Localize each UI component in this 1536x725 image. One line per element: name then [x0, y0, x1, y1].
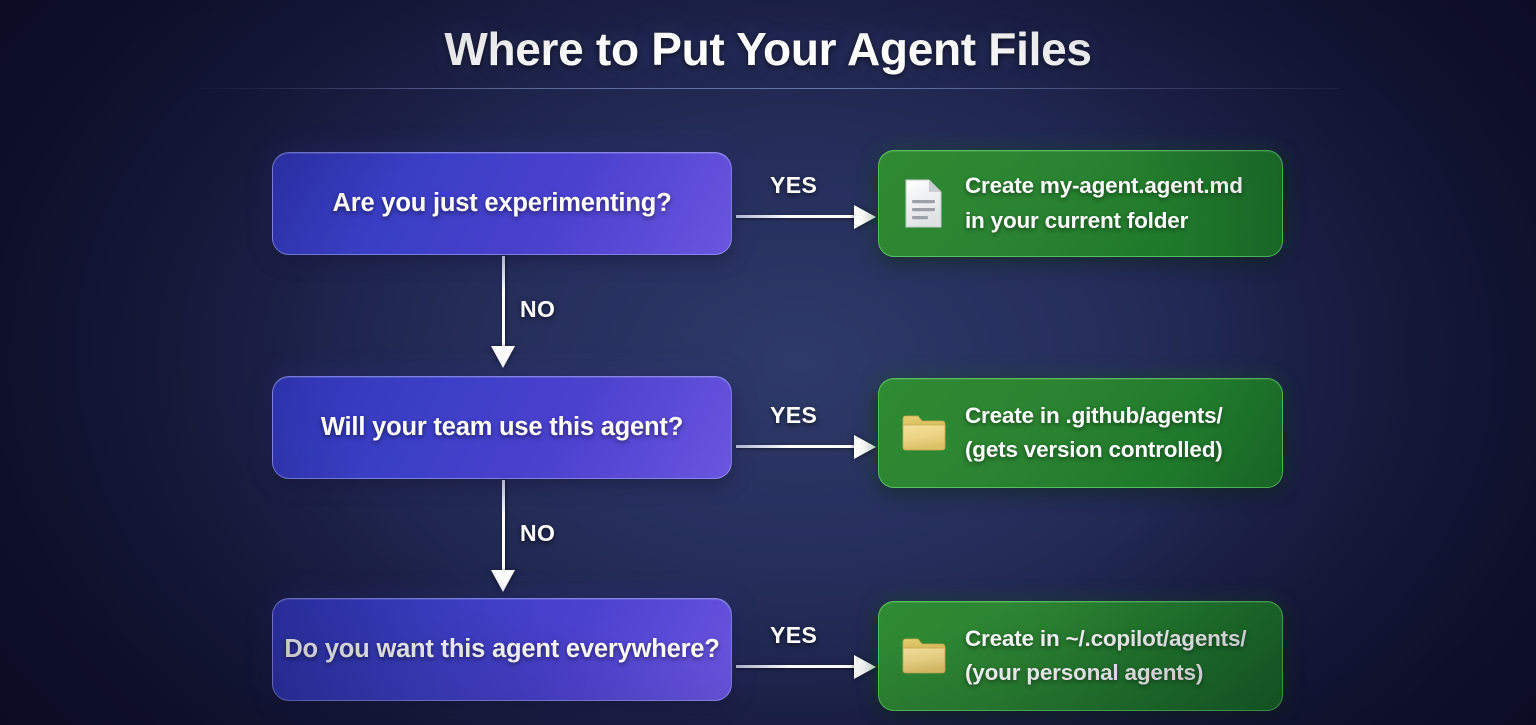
- arrow-head-down-icon: [491, 570, 515, 592]
- title-divider: [198, 88, 1340, 89]
- arrow-line-vertical: [502, 480, 505, 572]
- arrow-line-vertical: [502, 256, 505, 348]
- outcome-line-1: Create my-agent.agent.md: [965, 173, 1243, 199]
- folder-icon: [901, 405, 947, 461]
- document-icon: [901, 176, 947, 232]
- arrow-head-right-icon: [854, 205, 876, 229]
- outcome-text: Create my-agent.agent.md in your current…: [965, 169, 1243, 238]
- outcome-line-1: Create in ~/.copilot/agents/: [965, 625, 1247, 651]
- yes-label: YES: [770, 402, 818, 428]
- yes-label: YES: [770, 172, 818, 198]
- yes-label: YES: [770, 622, 818, 648]
- outcome-text: Create in ~/.copilot/agents/ (your perso…: [965, 622, 1247, 691]
- decision-node-everywhere[interactable]: Do you want this agent everywhere?: [272, 598, 732, 701]
- decision-node-experimenting[interactable]: Are you just experimenting?: [272, 152, 732, 255]
- no-branch-2: NO: [470, 480, 600, 602]
- outcome-line-1: Create in .github/agents/: [965, 402, 1223, 428]
- no-label: NO: [520, 520, 556, 546]
- yes-branch-3: YES: [736, 622, 878, 686]
- outcome-node-copilot-agents[interactable]: Create in ~/.copilot/agents/ (your perso…: [878, 601, 1283, 711]
- decision-label: Do you want this agent everywhere?: [284, 635, 720, 663]
- arrow-head-right-icon: [854, 435, 876, 459]
- yes-branch-2: YES: [736, 402, 878, 466]
- outcome-node-current-folder[interactable]: Create my-agent.agent.md in your current…: [878, 150, 1283, 257]
- arrow-line-horizontal: [736, 215, 856, 218]
- outcome-node-github-agents[interactable]: Create in .github/agents/ (gets version …: [878, 378, 1283, 488]
- decision-node-team-use[interactable]: Will your team use this agent?: [272, 376, 732, 479]
- no-label: NO: [520, 296, 556, 322]
- outcome-text: Create in .github/agents/ (gets version …: [965, 399, 1223, 468]
- outcome-line-2: (your personal agents): [965, 660, 1204, 685]
- outcome-line-2: (gets version controlled): [965, 437, 1223, 462]
- decision-label: Are you just experimenting?: [332, 189, 672, 217]
- arrow-line-horizontal: [736, 445, 856, 448]
- arrow-line-horizontal: [736, 665, 856, 668]
- yes-branch-1: YES: [736, 172, 878, 236]
- arrow-head-right-icon: [854, 655, 876, 679]
- page-title: Where to Put Your Agent Files: [444, 23, 1092, 75]
- folder-icon: [901, 628, 947, 684]
- no-branch-1: NO: [470, 256, 600, 378]
- outcome-line-2: in your current folder: [965, 207, 1189, 233]
- decision-label: Will your team use this agent?: [320, 413, 684, 441]
- arrow-head-down-icon: [491, 346, 515, 368]
